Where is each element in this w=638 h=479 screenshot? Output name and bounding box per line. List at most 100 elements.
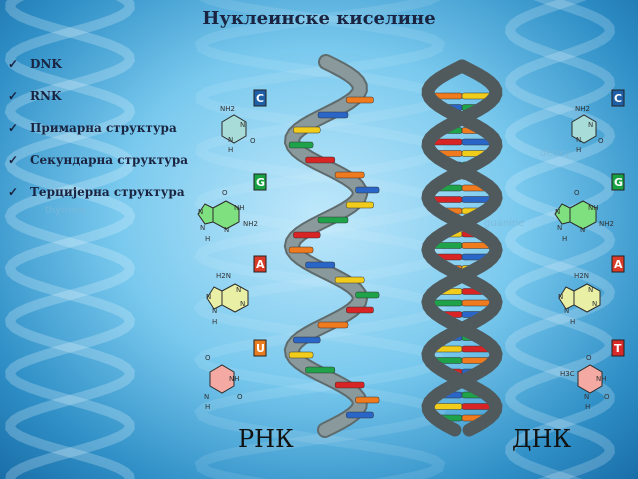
bullet-item: ✓Примарна структура [8,116,188,140]
uracil-ring-icon [209,364,235,394]
adenine-ring-icon [558,286,575,310]
rna-base-rung [317,321,349,329]
atom-label: H [562,235,567,243]
checkmark-icon: ✓ [8,89,19,103]
rna-base-rung [293,126,321,134]
guanine-ring-icon [197,203,214,225]
background-strand [504,0,616,479]
guanine-molecule: O N NH N N NH2 H [554,189,614,243]
base-letter-box [611,173,625,191]
atom-label: H [205,403,210,411]
bullet-list: ✓DNK ✓RNK ✓Примарна структура ✓Секундарн… [8,52,188,212]
rna-base-rung [355,186,380,194]
rna-base-rung [334,276,365,284]
rna-base-rung [346,201,374,209]
rna-base-rung [355,396,380,404]
atom-label: N [558,293,563,301]
base-letter-box [253,339,267,357]
rna-base-rung [288,141,314,149]
base-letter-box [253,89,267,107]
dna-backbone-strand [421,59,503,437]
bullet-item: ✓DNK [8,52,188,76]
rna-base-rung [346,411,374,419]
atom-label: O [604,393,610,401]
atom-label: O [586,354,592,362]
atom-label: NH [596,375,607,383]
atom-label: N [576,136,581,144]
atom-label: N [212,307,217,315]
atom-label: N [588,286,593,294]
atom-label: H3C [560,370,575,378]
bullet-text: Примарна структура [30,121,177,135]
atom-label: NH2 [243,220,258,228]
dna-base-adenine: H2N N N N N H A [558,255,625,326]
bullet-text: Терцијерна структура [30,185,185,199]
dna-base-guanine: O N NH N N NH2 H G [554,173,625,243]
cytosine-ring-icon [571,114,597,144]
rna-base-rung [346,96,374,104]
atom-label: NH2 [599,220,614,228]
background-word: thymine [45,205,86,216]
base-letter: C [614,92,622,105]
bullet-item: ✓ RNK [8,84,188,108]
atom-label: N [206,293,211,301]
atom-label: O [237,393,243,401]
atom-label: N [200,224,205,232]
atom-label: H [570,318,575,326]
guanine-ring-icon [554,203,571,225]
atom-label: N [228,136,233,144]
rna-helix [283,54,380,438]
adenine-ring-icon [206,286,223,310]
dna-helix [421,59,503,437]
background-labels: thymine guanine deoxy [45,148,570,229]
guanine-molecule: O N NH N N NH2 H [197,189,258,243]
base-letter: A [614,258,623,271]
rna-base-rung [288,351,314,359]
atom-label: N [588,121,593,129]
rna-base-rung [305,261,336,269]
rna-base-guanine: O N NH N N NH2 H G [197,173,267,243]
rna-base-rung [293,336,321,344]
base-letter: G [614,176,623,189]
rna-base-rung [346,306,374,314]
atom-label: NH2 [220,105,235,113]
checkmark-icon: ✓ [8,185,19,199]
base-letter: G [256,176,265,189]
atom-label: N [204,393,209,401]
background-strand [193,0,447,479]
background-strand [504,0,616,479]
atom-label: O [222,189,228,197]
bullet-text: RNK [30,89,62,103]
base-letter: C [256,92,264,105]
rna-base-rung [355,291,380,299]
checkmark-icon: ✓ [8,153,19,167]
thymine-ring-icon [577,364,603,394]
dna-backbone-strand [421,59,503,437]
bullet-text: Секундарна структура [30,153,188,167]
atom-label: H [205,235,210,243]
adenine-molecule: H2N N N N N H [206,272,249,326]
rna-base-rung [334,171,365,179]
base-letter-box [611,89,625,107]
atom-label: N [236,286,241,294]
base-letter: U [256,342,265,355]
checkmark-icon: ✓ [8,57,19,71]
rna-base-rung [288,246,314,254]
base-letter: A [256,258,265,271]
atom-label: O [250,137,256,145]
slide-title: Нуклеинске киселине [202,8,436,29]
atom-label: N [592,300,597,308]
rna-base-rung [317,111,349,119]
atom-label: NH2 [575,105,590,113]
adenine-molecule: H2N N N N N H [558,272,601,326]
atom-label: N [240,300,245,308]
atom-label: N [240,121,245,129]
atom-label: N [198,208,203,216]
atom-label: H [585,403,590,411]
atom-label: N [584,393,589,401]
dna-base-thymine: O H3C NH N H O T [560,339,625,411]
background-strand [4,0,136,479]
